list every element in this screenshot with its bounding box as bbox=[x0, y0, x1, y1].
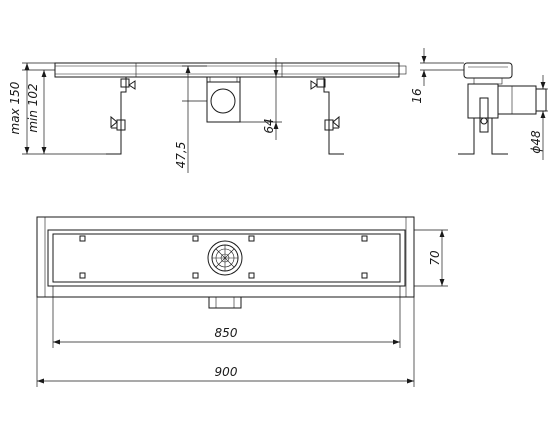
front-view: max 150 min 102 47,5 64 bbox=[8, 58, 407, 173]
channel-width-label: 70 bbox=[428, 250, 442, 266]
outlet-size-label: 64 bbox=[262, 118, 276, 133]
max-height-label: max 150 bbox=[8, 81, 22, 134]
total-length-label: 900 bbox=[215, 365, 238, 379]
grate-length-label: 850 bbox=[215, 326, 238, 340]
grate-inner bbox=[52, 233, 401, 283]
drain-strainer bbox=[207, 240, 243, 276]
leg-left bbox=[106, 77, 136, 155]
grate-slots bbox=[79, 235, 368, 279]
outlet-height-label: 47,5 bbox=[174, 142, 188, 169]
flange-label: 16 bbox=[410, 88, 424, 104]
outlet-diameter-label: ϕ48 bbox=[529, 130, 543, 154]
top-view: 70 850 900 bbox=[36, 216, 448, 387]
channel-outline bbox=[36, 216, 415, 298]
outlet-box bbox=[206, 76, 241, 123]
channel-body bbox=[54, 62, 400, 78]
side-view: 16 ϕ48 bbox=[410, 48, 548, 160]
leg-right bbox=[310, 77, 344, 155]
outlet-pipe-top bbox=[208, 296, 242, 309]
min-height-label: min 102 bbox=[26, 83, 40, 132]
